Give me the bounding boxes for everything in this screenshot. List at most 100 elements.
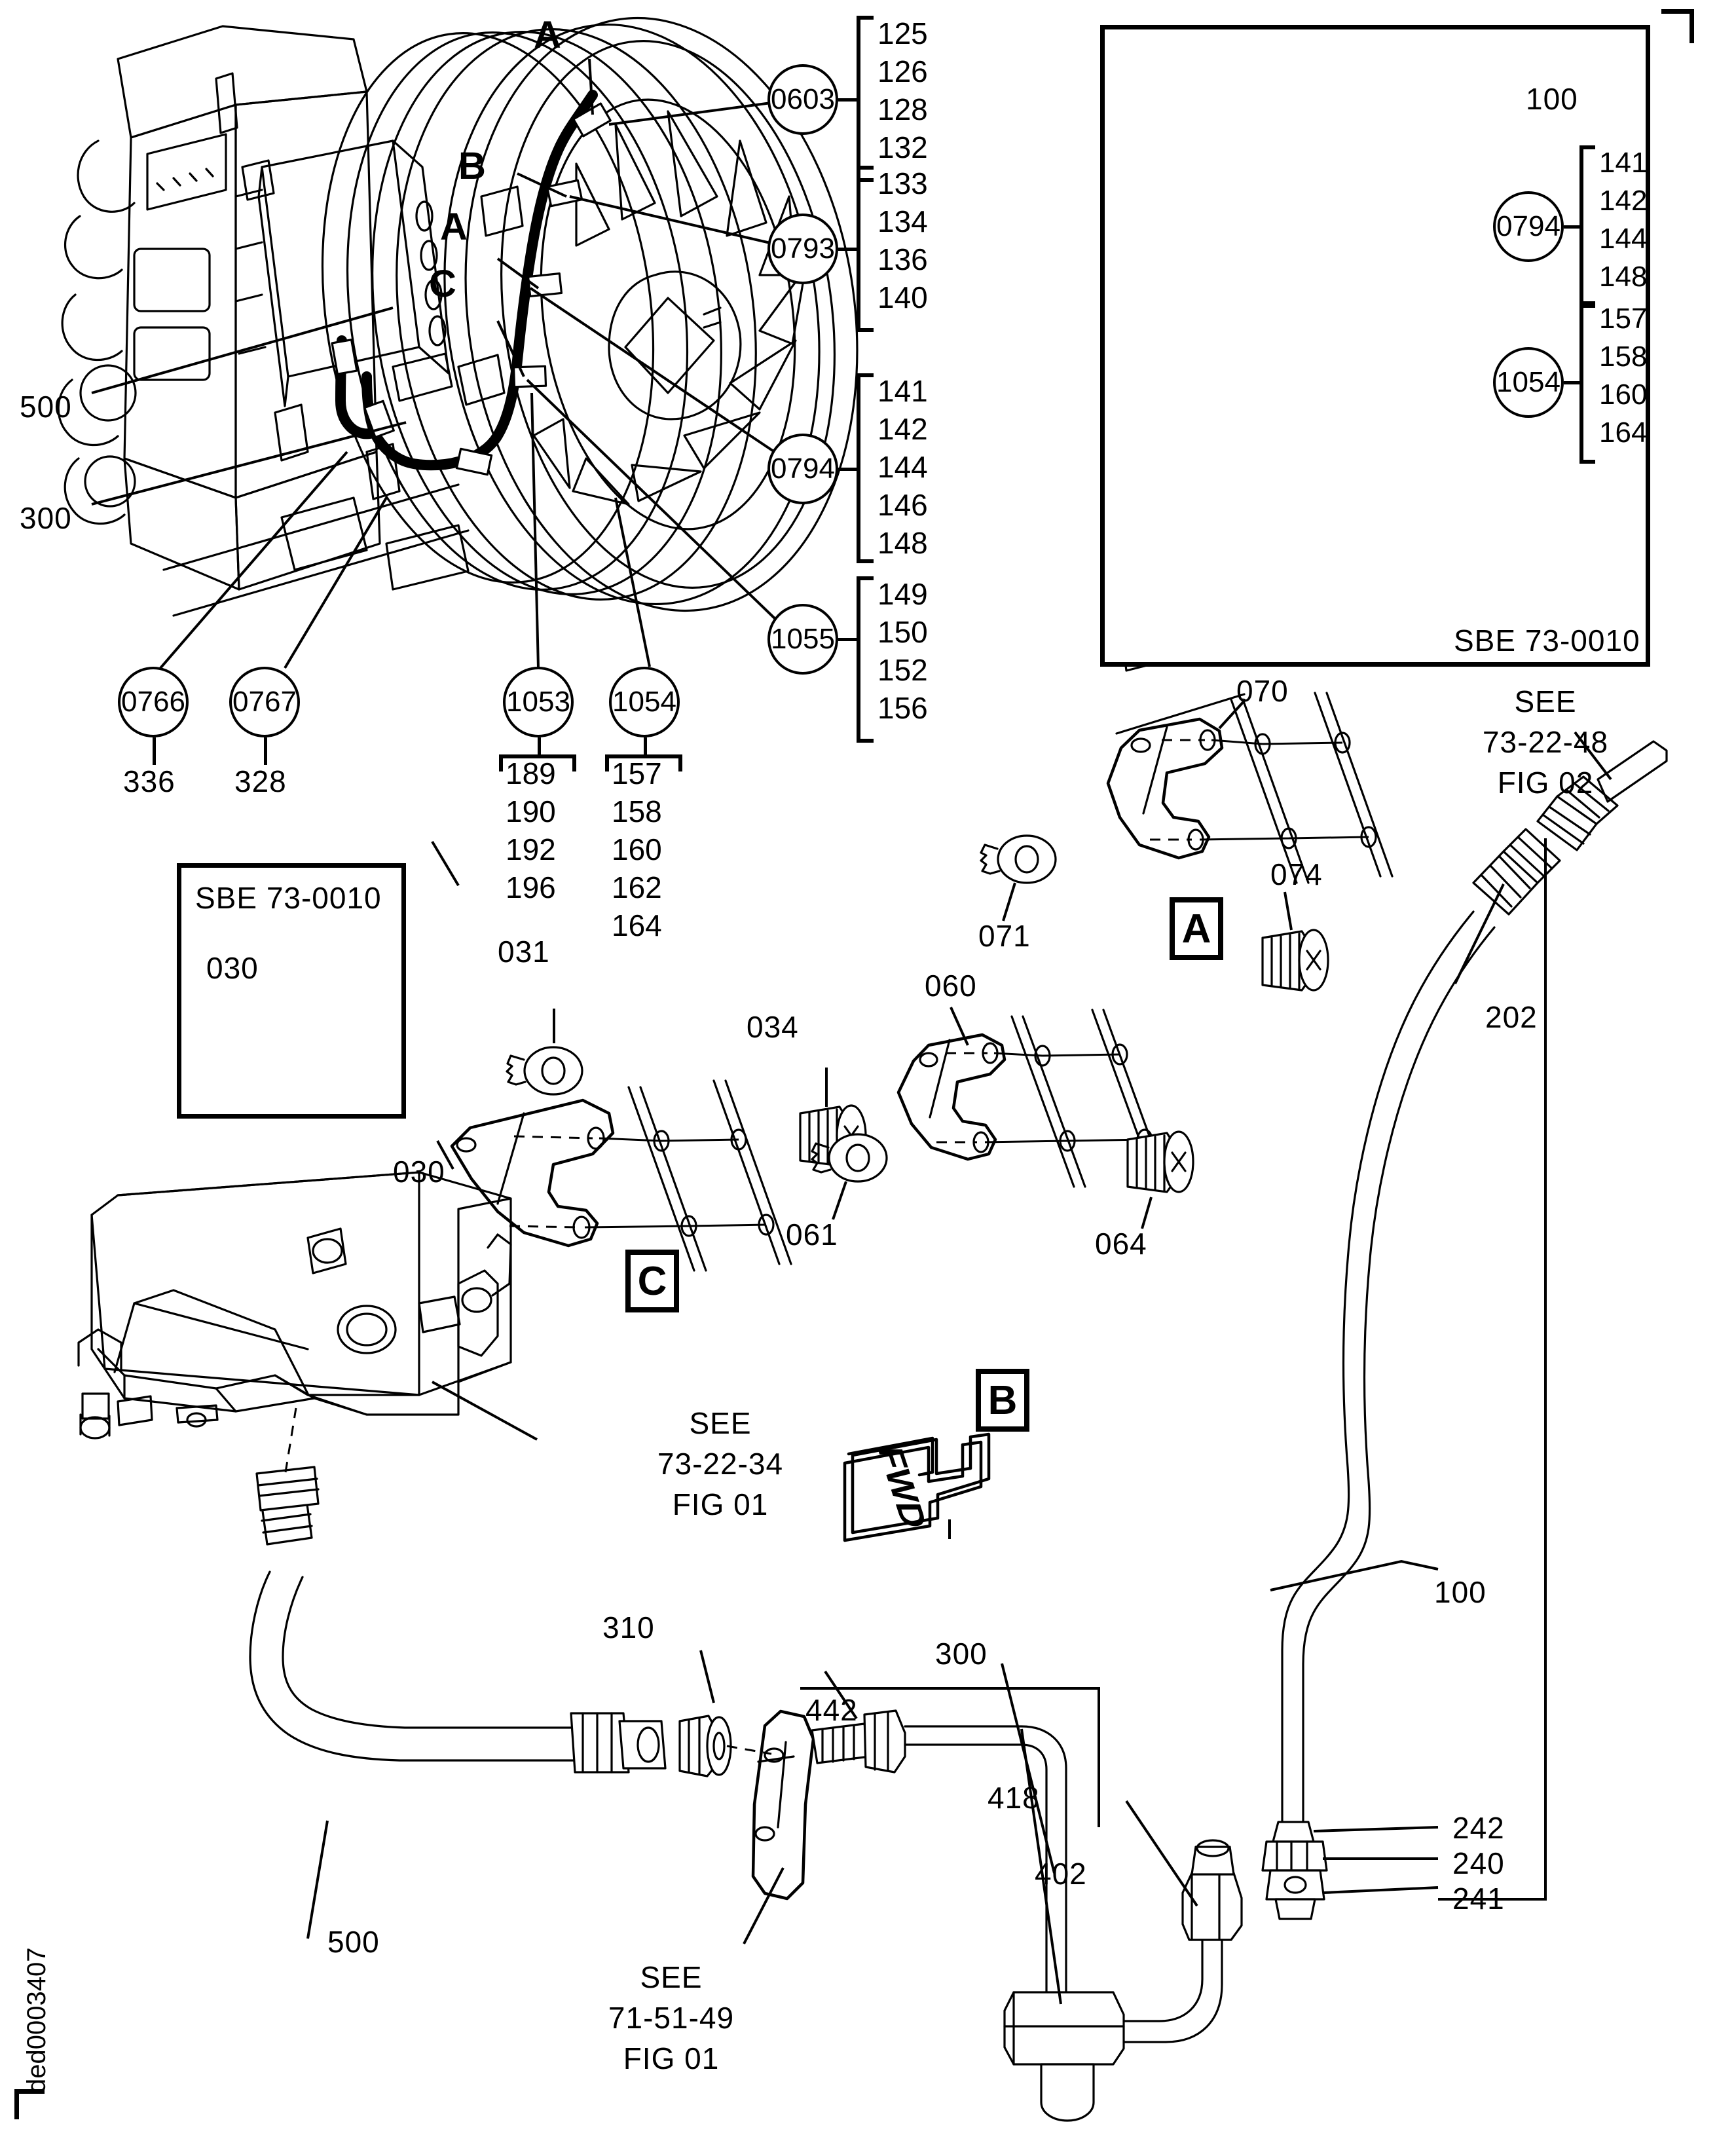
item-189: 189	[506, 756, 556, 790]
callout-1055-stub	[838, 638, 858, 641]
inset-item-148: 148	[1599, 261, 1648, 293]
callout-0767[interactable]: 0767	[229, 667, 300, 737]
detail-box-C: C	[625, 1250, 679, 1312]
inset-sbe-bracket-title: SBE 73-0010	[195, 881, 382, 915]
detail-box-A: A	[1170, 897, 1223, 960]
see-ref-71-51-49: SEE 71-51-49 FIG 01	[608, 1960, 735, 2075]
see-ref-73-22-48: SEE 73-22-48 FIG 02	[1482, 684, 1609, 800]
part-label-402: 402	[1035, 1857, 1087, 1891]
inset-item-164: 164	[1599, 417, 1648, 449]
callout-1055[interactable]: 1055	[767, 604, 838, 675]
part-label-074: 074	[1270, 857, 1323, 891]
group-0603-items: 125 126 128 132	[877, 14, 928, 166]
callout-0767-stub	[264, 737, 267, 765]
group-0794-items: 141 142 144 146 148	[877, 372, 928, 562]
callout-inset-0794-stub	[1564, 225, 1581, 229]
detail-letter-c-mid: C	[429, 263, 457, 305]
part-label-418: 418	[988, 1781, 1040, 1815]
inset-item-158: 158	[1599, 341, 1648, 373]
callout-0603-stub	[838, 98, 858, 102]
item-132: 132	[877, 130, 928, 164]
item-144: 144	[877, 450, 928, 484]
part-label-034: 034	[747, 1010, 799, 1044]
part-label-070: 070	[1236, 674, 1289, 708]
callout-0766[interactable]: 0766	[118, 667, 189, 737]
inset-sbe-fan-title: SBE 73-0010	[1454, 623, 1640, 658]
drawing-id: ded0003407	[22, 1947, 51, 2093]
part-label-241: 241	[1452, 1882, 1505, 1916]
callout-0793-stub	[838, 248, 858, 251]
bracket-1054	[605, 754, 682, 771]
inset-bracket-part-030: 030	[206, 951, 259, 985]
part-label-300-lower: 300	[935, 1637, 988, 1671]
inset-sbe-bracket-box	[177, 863, 406, 1119]
item-328: 328	[234, 764, 287, 798]
item-196: 196	[506, 870, 556, 904]
callout-0794-stub	[838, 468, 858, 471]
bracket-inset-0794	[1579, 145, 1595, 308]
inset-item-141: 141	[1599, 147, 1648, 179]
bracket-inset-1054	[1579, 301, 1595, 464]
part-label-061: 061	[786, 1217, 838, 1252]
item-146: 146	[877, 488, 928, 522]
part-label-202: 202	[1485, 1000, 1538, 1034]
part-label-071: 071	[978, 919, 1031, 953]
callout-0794[interactable]: 0794	[767, 434, 838, 504]
item-128: 128	[877, 92, 928, 126]
right-tube-assembly	[1261, 731, 1668, 1920]
part-label-240: 240	[1452, 1846, 1505, 1880]
callout-inset-0794[interactable]: 0794	[1493, 191, 1564, 262]
callout-1054-stub	[644, 737, 647, 756]
callout-1053[interactable]: 1053	[503, 667, 574, 737]
item-133: 133	[877, 166, 928, 200]
part-label-030: 030	[393, 1155, 445, 1189]
callout-0603[interactable]: 0603	[767, 64, 838, 135]
item-162: 162	[612, 870, 662, 904]
see-ref-73-22-34: SEE 73-22-34 FIG 01	[657, 1406, 784, 1521]
part-label-500-lower: 500	[327, 1925, 380, 1959]
item-152: 152	[877, 653, 928, 687]
item-149: 149	[877, 577, 928, 611]
callout-1053-stub	[538, 737, 541, 756]
inset-item-142: 142	[1599, 185, 1648, 217]
inset-item-157: 157	[1599, 303, 1648, 335]
group-inset-1054-items: 157 158 160 164	[1599, 300, 1647, 452]
item-126: 126	[877, 54, 928, 88]
callout-1054[interactable]: 1054	[609, 667, 680, 737]
item-141: 141	[877, 374, 928, 408]
part-label-060: 060	[925, 969, 977, 1003]
callout-0766-stub	[153, 737, 156, 765]
item-142: 142	[877, 412, 928, 446]
item-160: 160	[612, 832, 662, 866]
item-336: 336	[123, 764, 175, 798]
item-148: 148	[877, 526, 928, 560]
part-label-100-right: 100	[1434, 1575, 1487, 1609]
part-label-031: 031	[498, 935, 550, 969]
item-150: 150	[877, 615, 928, 649]
part-label-064: 064	[1095, 1227, 1147, 1261]
item-134: 134	[877, 204, 928, 238]
callout-inset-1054[interactable]: 1054	[1493, 347, 1564, 418]
detail-letter-a-mid: A	[440, 206, 468, 248]
bracket-0794	[857, 373, 874, 563]
callout-0793[interactable]: 0793	[767, 214, 838, 284]
item-136: 136	[877, 242, 928, 276]
item-157: 157	[612, 756, 662, 790]
inset-item-160: 160	[1599, 379, 1648, 411]
bracket-1055	[857, 576, 874, 743]
item-125: 125	[877, 16, 928, 50]
callout-inset-1054-stub	[1564, 381, 1581, 384]
detail-box-B: B	[976, 1369, 1029, 1432]
label-500-main: 500	[20, 390, 72, 424]
detail-letter-a-top: A	[534, 14, 562, 56]
item-190: 190	[506, 794, 556, 828]
fwd-arrow-label: FWD	[869, 1447, 935, 1528]
detail-letter-b-top: B	[458, 145, 487, 187]
part-label-242: 242	[1452, 1811, 1505, 1845]
drawing-id-corner-mark	[14, 2089, 45, 2119]
